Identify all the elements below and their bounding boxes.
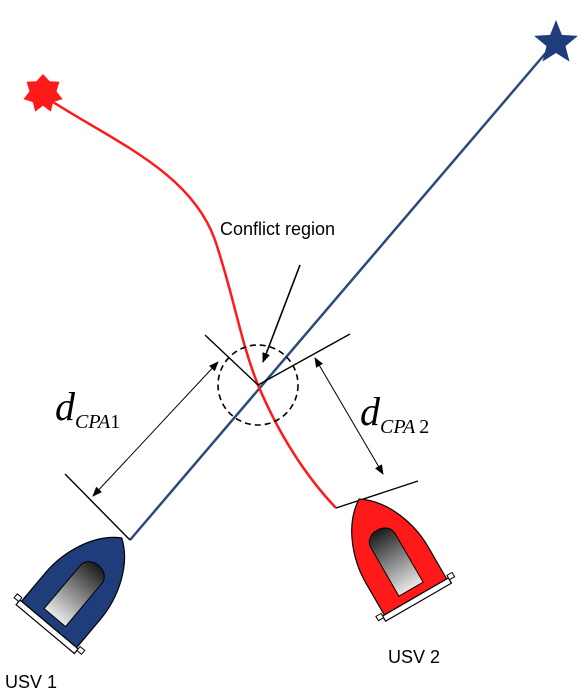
usv2-vessel [351, 498, 456, 622]
usv2-starboard-fitting [446, 571, 456, 581]
usv1-port-fitting [13, 593, 23, 603]
usv2-label: USV 2 [388, 647, 440, 667]
usv2-port-fitting [375, 612, 385, 622]
five-point-star-icon [534, 20, 578, 62]
usv2-deck [368, 527, 424, 597]
dcpa1-label: dCPA1 [55, 384, 120, 433]
dcpa1-extension-lower [64, 473, 131, 541]
usv1-starboard-fitting [76, 645, 86, 655]
usv1-stern-step [15, 599, 80, 655]
conflict-region-label: Conflict region [220, 219, 335, 239]
conflict-region-pointer [262, 264, 301, 363]
seven-point-star-icon [23, 74, 63, 112]
usv1-deck [43, 561, 105, 628]
dcpa2-extension-upper [257, 333, 351, 386]
usv2-stern-step [381, 577, 453, 622]
usv1-vessel [13, 536, 126, 655]
dcpa1-dimension-arrow [92, 361, 219, 497]
usv1-path [129, 47, 551, 541]
usv2-path [41, 93, 337, 509]
dcpa2-extension-lower [335, 480, 419, 509]
dcpa2-dimension-arrow [314, 357, 384, 475]
usv1-label: USV 1 [5, 672, 57, 692]
dcpa1-extension-upper [204, 334, 259, 386]
